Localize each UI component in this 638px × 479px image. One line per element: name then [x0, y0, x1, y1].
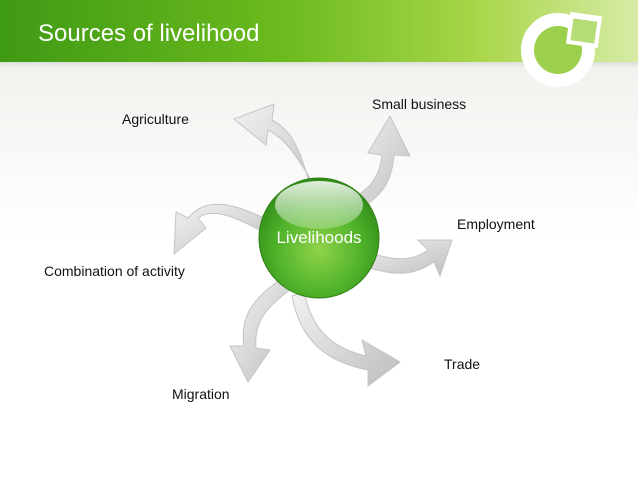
- title-bar-shadow: [0, 62, 638, 68]
- arrow-agriculture: [233, 103, 329, 207]
- node-label-agriculture: Agriculture: [122, 111, 189, 127]
- hub-shine: [275, 181, 363, 229]
- node-label-combination-of-activity: Combination of activity: [44, 263, 185, 279]
- node-label-trade: Trade: [444, 356, 481, 372]
- arrow-migration: [229, 279, 291, 383]
- arrow-employment: [351, 239, 453, 278]
- arrow-small-business: [339, 114, 411, 215]
- arrow-trade: [291, 291, 401, 387]
- slide-title: Sources of livelihood: [38, 20, 260, 47]
- hub-label: Livelihoods: [276, 228, 362, 247]
- arrow-combination: [173, 203, 277, 256]
- node-label-employment: Employment: [457, 216, 535, 232]
- node-label-migration: Migration: [172, 386, 230, 402]
- node-label-small-business: Small business: [372, 96, 467, 112]
- pie-logo-icon: [521, 11, 603, 87]
